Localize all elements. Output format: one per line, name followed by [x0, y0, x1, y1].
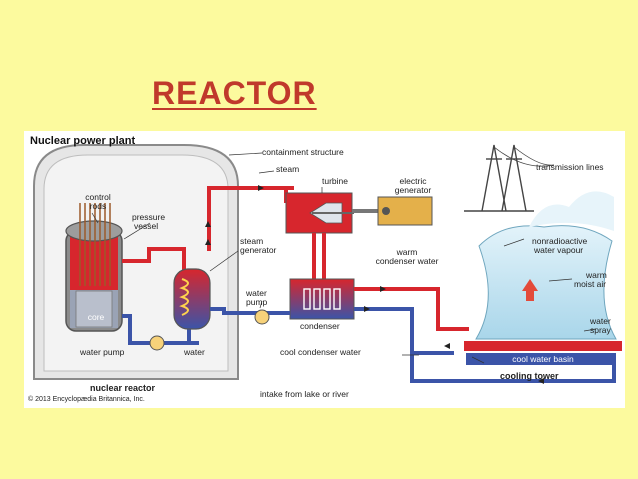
cooling-tower: [464, 191, 622, 365]
label-core: core: [87, 312, 105, 322]
flow-arrows: [205, 185, 544, 384]
label-cooling-tower: cooling tower: [500, 371, 559, 381]
label-steam-generator-1: steam: [240, 236, 264, 246]
label-control-rods-2: rods: [89, 201, 107, 211]
label-leaders: [91, 152, 597, 364]
label-water-pump-right-2: pump: [246, 297, 268, 307]
label-water-spray-2: spray: [590, 325, 611, 335]
label-electric-generator-2: generator: [394, 185, 432, 195]
diagram-artwork: [33, 144, 622, 384]
label-steam: steam: [276, 164, 300, 174]
control-rods: [79, 203, 111, 286]
label-pressure-vessel-2: vessel: [134, 221, 159, 231]
label-electric-generator-1: electric: [399, 176, 427, 186]
label-warm-condenser-water-1: warm: [396, 247, 418, 257]
turbine: [285, 192, 354, 234]
label-warm-moist-air-2: moist air: [574, 279, 607, 289]
label-water: water: [184, 347, 205, 357]
label-transmission-lines: transmission lines: [536, 162, 604, 172]
label-pressure-vessel-1: pressure: [132, 212, 166, 222]
label-water-pump-left: water pump: [80, 347, 125, 357]
nuclear-power-plant-diagram: Nuclear power plant containment structur…: [24, 131, 625, 408]
steam-generator: [173, 268, 211, 330]
label-steam-generator-2: generator: [240, 245, 277, 255]
slide-title: REACTOR: [152, 75, 317, 111]
label-turbine: turbine: [322, 176, 348, 186]
electric-generator: [377, 196, 433, 226]
label-nonradioactive-2: water vapour: [534, 245, 584, 255]
label-cool-water-basin: cool water basin: [512, 354, 574, 364]
label-warm-condenser-water-2: condenser water: [375, 256, 439, 266]
label-condenser: condenser: [300, 321, 340, 331]
label-intake: intake from lake or river: [260, 389, 349, 399]
label-nuclear-reactor: nuclear reactor: [90, 383, 156, 393]
label-containment-structure: containment structure: [262, 147, 344, 157]
label-control-rods-1: control: [85, 192, 111, 202]
water-pump-left: [149, 335, 165, 351]
label-water-pump-right-1: water: [246, 288, 267, 298]
water-pump-right: [254, 309, 270, 325]
copyright-notice: © 2013 Encyclopædia Britannica, Inc.: [28, 396, 145, 403]
transmission-towers: [464, 144, 555, 212]
label-water-spray-1: water: [590, 316, 611, 326]
label-warm-moist-air-1: warm: [586, 270, 607, 280]
label-nonradioactive-1: nonradioactive: [532, 236, 588, 246]
label-cool-condenser-water: cool condenser water: [280, 347, 361, 357]
diagram-title: Nuclear power plant: [30, 135, 136, 147]
condenser: [289, 278, 355, 320]
